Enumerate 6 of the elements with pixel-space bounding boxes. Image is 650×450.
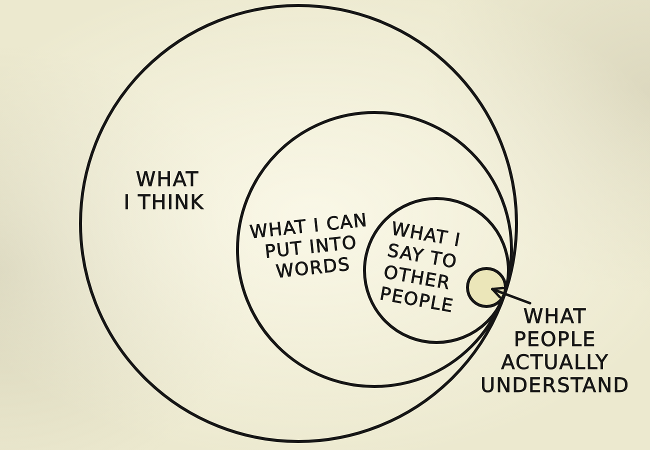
callout-label: WHAT PEOPLE ACTUALLY UNDERSTAND (477, 305, 633, 397)
circle-label: WHAT I CAN PUT INTO WORDS (248, 210, 370, 285)
leader-arrow (491, 286, 532, 304)
circle-label: WHAT I SAY TO OTHER PEOPLE (378, 218, 464, 320)
circle (466, 266, 508, 308)
circle-label: WHAT I THINK (122, 168, 206, 214)
